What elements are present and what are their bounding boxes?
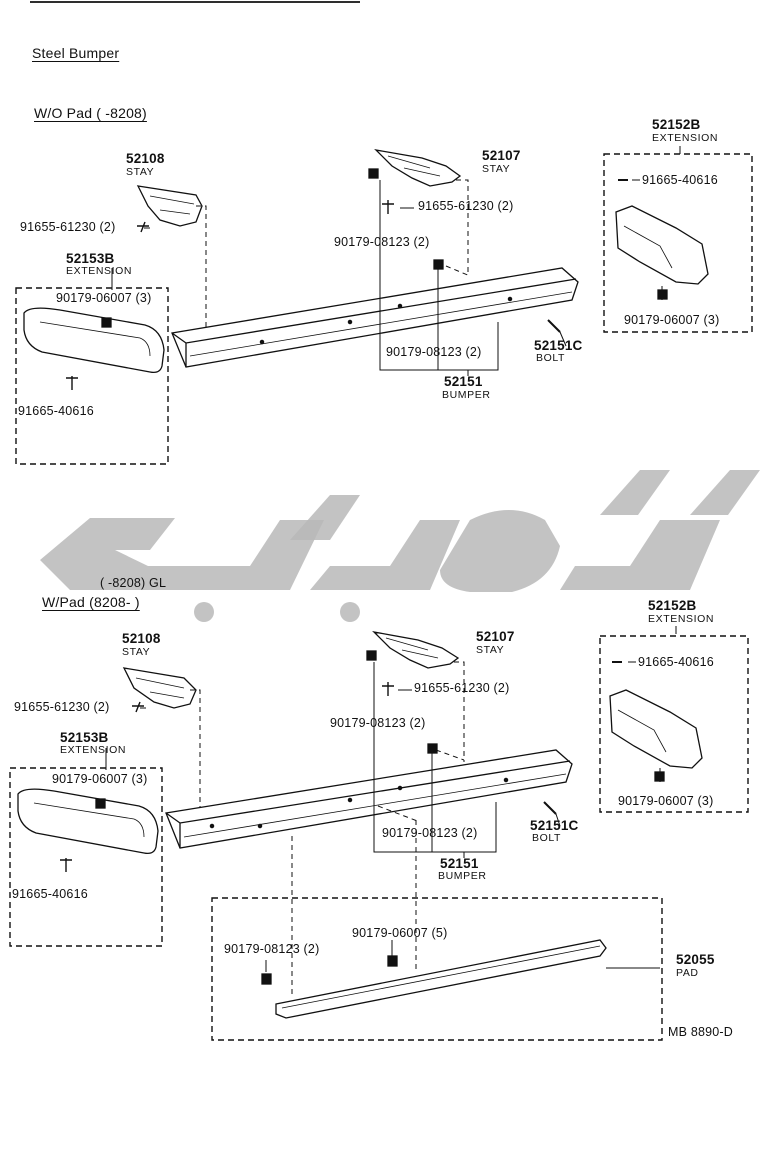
s1-stay-left-part: 52108 xyxy=(126,151,165,166)
s1-bolt-stay-right: 91655-61230 (2) xyxy=(418,199,514,213)
s2-nut-right-upper: 90179-08123 (2) xyxy=(330,716,426,730)
s2-ext-right-nut: 90179-06007 (3) xyxy=(618,794,714,808)
s2-pad-name: PAD xyxy=(676,967,699,979)
s2-bolt-stay-right: 91655-61230 (2) xyxy=(414,681,510,695)
stay-left-top xyxy=(136,185,203,233)
s1-ext-left-nut: 90179-06007 (3) xyxy=(56,291,152,305)
s2-ext-left-nut: 90179-06007 (3) xyxy=(52,772,148,786)
s1-nut-right-lower: 90179-08123 (2) xyxy=(386,345,482,359)
s1-stay-right-part: 52107 xyxy=(482,148,521,163)
s1-ext-left-name: EXTENSION xyxy=(66,265,133,277)
s1-ext-left-part: 52153B xyxy=(66,251,115,266)
s2-stay-right-part: 52107 xyxy=(476,629,515,644)
page-title: Steel Bumper xyxy=(32,45,120,61)
bumper-bar-top xyxy=(171,267,579,368)
s1-stay-left-name: STAY xyxy=(126,166,155,178)
s1-stay-right-name: STAY xyxy=(482,163,511,175)
section2-heading-line2: W/Pad (8208- ) xyxy=(42,594,140,610)
s2-bumper-part: 52151 xyxy=(440,856,479,871)
extension-left-top xyxy=(23,307,165,390)
pad-strip xyxy=(261,939,607,1019)
s1-ext-right-part: 52152B xyxy=(652,117,701,132)
s2-pad-nut-left: 90179-08123 (2) xyxy=(224,942,320,956)
section1-heading: W/O Pad ( -8208) xyxy=(34,105,147,121)
s1-ext-right-nut: 90179-06007 (3) xyxy=(624,313,720,327)
s1-bolt-part: 52151C xyxy=(534,338,583,353)
s2-ext-right-bolt: 91665-40616 xyxy=(638,655,714,669)
s1-nut-right-upper: 90179-08123 (2) xyxy=(334,235,430,249)
s1-ext-right-bolt: 91665-40616 xyxy=(642,173,718,187)
s2-pad-nut-center: 90179-06007 (5) xyxy=(352,926,448,940)
s2-ext-left-name: EXTENSION xyxy=(60,744,127,756)
s1-bolt-name: BOLT xyxy=(536,352,566,364)
bumper-bar-bottom xyxy=(165,749,573,849)
extension-left-bottom xyxy=(17,788,159,872)
s2-ext-right-part: 52152B xyxy=(648,598,697,613)
stay-right-top xyxy=(368,149,462,270)
s1-ext-right-name: EXTENSION xyxy=(652,132,719,144)
s1-bumper-part: 52151 xyxy=(444,374,483,389)
s1-ext-left-bolt: 91665-40616 xyxy=(18,404,94,418)
s2-ext-right-name: EXTENSION xyxy=(648,613,715,625)
s2-bolt-stay-left: 91655-61230 (2) xyxy=(14,700,110,714)
s2-bolt-name: BOLT xyxy=(532,832,562,844)
s2-bolt-part: 52151C xyxy=(530,818,579,833)
s2-stay-right-name: STAY xyxy=(476,644,505,656)
s1-bolt-stay-left: 91655-61230 (2) xyxy=(20,220,116,234)
s2-ext-left-bolt: 91665-40616 xyxy=(12,887,88,901)
s1-bumper-name: BUMPER xyxy=(442,389,491,401)
s2-nut-right-lower: 90179-08123 (2) xyxy=(382,826,478,840)
s2-ext-left-part: 52153B xyxy=(60,730,109,745)
s2-pad-part: 52055 xyxy=(676,952,715,967)
s2-bumper-name: BUMPER xyxy=(438,870,487,882)
s2-stay-left-name: STAY xyxy=(122,646,151,658)
s2-stay-left-part: 52108 xyxy=(122,631,161,646)
figure-code: MB 8890-D xyxy=(668,1025,734,1039)
stay-left-bottom xyxy=(122,667,197,713)
section2-heading-line1: ( -8208) GL xyxy=(100,576,167,590)
